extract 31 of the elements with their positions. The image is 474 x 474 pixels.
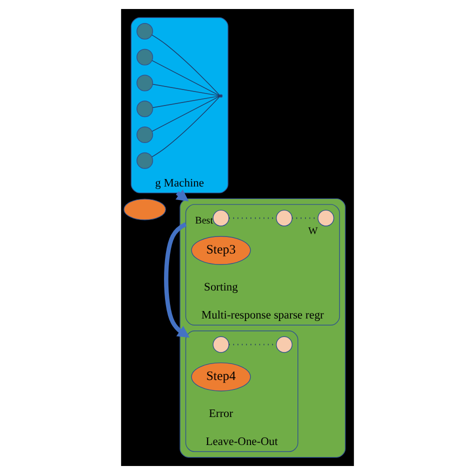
- connector: [152, 83, 220, 96]
- node-ellipse: Step3: [190, 235, 250, 264]
- node-circle: [136, 74, 153, 91]
- label: Error: [208, 407, 233, 420]
- node-circle: [275, 336, 292, 352]
- node-circle: [212, 209, 229, 226]
- node-circle: [136, 48, 153, 65]
- node-label: W: [308, 226, 318, 237]
- node-circle: [136, 100, 153, 117]
- connector: [152, 95, 220, 108]
- connector: [151, 34, 220, 96]
- label: Sorting: [204, 281, 238, 294]
- arrow: [164, 222, 190, 338]
- connector: [228, 216, 276, 218]
- node-circle: [136, 126, 153, 143]
- connector: [151, 60, 220, 96]
- cluster: [179, 198, 346, 458]
- node-circle: [136, 152, 153, 168]
- connector: [151, 96, 220, 157]
- connector: [151, 95, 220, 132]
- node-ellipse: [123, 198, 166, 220]
- connector: [292, 216, 318, 218]
- node-circle: [136, 22, 153, 40]
- node-point: [218, 94, 222, 98]
- node-circle: [317, 209, 334, 226]
- cluster: g Machine: [130, 16, 228, 193]
- node-ellipse: Step4: [190, 362, 250, 391]
- node-label: Best: [194, 214, 213, 226]
- node-circle: [212, 336, 229, 352]
- node-circle: [275, 209, 292, 226]
- connector: [228, 343, 276, 345]
